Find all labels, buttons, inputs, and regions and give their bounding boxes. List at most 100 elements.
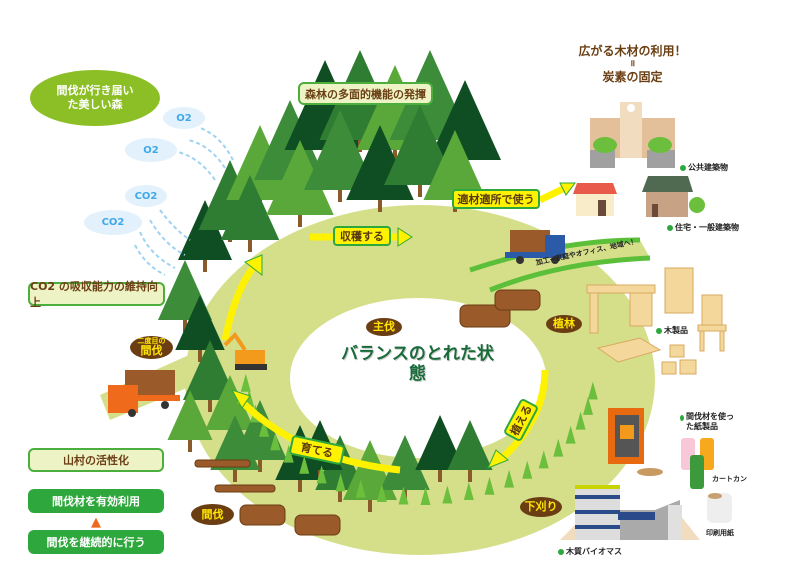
tree-icon [447, 420, 493, 470]
sapling-icon [463, 482, 474, 501]
tree-icon [183, 340, 237, 400]
sapling-icon [398, 486, 409, 505]
tree-icon [415, 415, 465, 470]
tree-icon [429, 80, 501, 160]
building-icon [642, 176, 705, 217]
planting-badge: 植林 [546, 315, 582, 333]
wood-use-heading: 広がる木材の利用！ ॥ 炭素の固定 [560, 44, 705, 85]
tree-icon [220, 175, 280, 240]
tree-icon [210, 415, 260, 470]
sapling-icon [553, 438, 564, 457]
wood-use-title: 広がる木材の利用！ [578, 44, 687, 58]
wood-products-caption: 木製品 [656, 325, 688, 336]
printing-paper-caption: 印刷用紙 [706, 529, 734, 537]
multi-function-box: 森林の多面的機能の発揮 [298, 82, 433, 105]
sapling-icon [538, 450, 549, 469]
paper-products-caption: 間伐材を使った紙製品 [680, 412, 740, 433]
sapling-icon [283, 444, 294, 463]
second-thinning-label: 間伐 [140, 344, 163, 358]
biomass-caption: 木質バイオマス [558, 546, 622, 557]
weeding-badge: 下刈り [520, 497, 562, 517]
tree-trunk [203, 260, 207, 272]
public-building [590, 102, 675, 168]
harvest-label: 収穫する [333, 226, 391, 246]
tree-trunk [183, 320, 187, 332]
up-arrow-icon: ▲ [91, 515, 101, 530]
wood-furniture [586, 267, 727, 375]
sapling-icon [259, 418, 270, 437]
tree-trunk [368, 500, 372, 512]
center-clearing [290, 298, 546, 458]
tree-trunk [248, 240, 252, 252]
tree-icon [226, 125, 294, 200]
carton-can-caption: カートカン [712, 475, 747, 483]
effective-use-box: 間伐材を有効利用 [28, 489, 164, 513]
carton-cans [681, 438, 714, 489]
sapling-icon [442, 485, 453, 504]
house-icon [573, 183, 617, 216]
log-truck-blue [505, 230, 565, 264]
co2-absorption-box: CO2 の吸収能力の維持向上 [28, 280, 165, 309]
sapling-icon [335, 473, 346, 492]
sapling-icon [575, 411, 586, 430]
air-flow-arrows [134, 127, 234, 276]
use-right-place-label: 適材適所で使う [452, 189, 540, 209]
sapling-icon [565, 425, 576, 444]
tree-trunk [298, 215, 302, 227]
tree-icon [175, 295, 225, 350]
biomass-plant [560, 485, 700, 540]
second-thinning-top: 二度目の [137, 337, 166, 346]
tree-trunk [198, 350, 202, 362]
co2-cloud: CO2 [125, 185, 167, 207]
excavator [223, 331, 267, 370]
tree-trunk [438, 470, 442, 482]
tree-trunk [378, 200, 382, 212]
tree-trunk [468, 470, 472, 482]
tree-trunk [393, 150, 397, 162]
tree-icon [304, 110, 376, 190]
tree-trunk [298, 480, 302, 492]
log-truck-orange [108, 370, 180, 417]
tree-trunk [233, 470, 237, 482]
village-revitalization-box: 山村の活性化 [28, 448, 164, 472]
sapling-icon [484, 476, 495, 495]
o2-cloud: O2 [125, 138, 177, 162]
tree-trunk [208, 400, 212, 412]
carbon-fixation-title: 炭素の固定 [602, 70, 663, 85]
sapling-icon [240, 373, 251, 392]
sapling-icon [270, 432, 281, 451]
toilet-paper [707, 493, 732, 523]
tree-icon [167, 390, 213, 440]
tree-trunk [258, 460, 262, 472]
tree-icon [205, 375, 255, 430]
public-buildings-caption: 公共建築物 [680, 162, 728, 173]
tree-icon [423, 130, 487, 200]
tree-trunk [418, 185, 422, 197]
sapling-icon [522, 460, 533, 479]
second-thinning-badge: 二度目の 間伐 [130, 336, 173, 359]
co2-cloud: CO2 [84, 210, 142, 235]
sapling-icon [316, 465, 327, 484]
sapling-icon [299, 455, 310, 474]
tree-trunk [338, 490, 342, 502]
balanced-state-title: バランスのとれた状態 [341, 344, 494, 385]
sapling-icon [420, 486, 431, 505]
sapling-icon [376, 483, 387, 502]
housing-caption: 住宅・一般建築物 [667, 222, 739, 233]
o2-cloud: O2 [163, 107, 205, 129]
final-cut-badge: 主伐 [366, 318, 402, 336]
pellet-stove [608, 408, 663, 476]
tree-icon [384, 105, 456, 185]
road-right [470, 240, 650, 290]
tree-trunk [188, 440, 192, 452]
sapling-icon [583, 396, 594, 415]
beautiful-forest-badge: 間伐が行き届いた美しい森 [30, 70, 160, 126]
sapling-icon [587, 381, 598, 400]
thinning-badge: 間伐 [191, 504, 234, 525]
equals-mark: ॥ [629, 59, 636, 69]
tree-trunk [338, 190, 342, 202]
log-piles [194, 289, 541, 536]
sapling-icon [355, 479, 366, 498]
sapling-icon [504, 469, 515, 488]
